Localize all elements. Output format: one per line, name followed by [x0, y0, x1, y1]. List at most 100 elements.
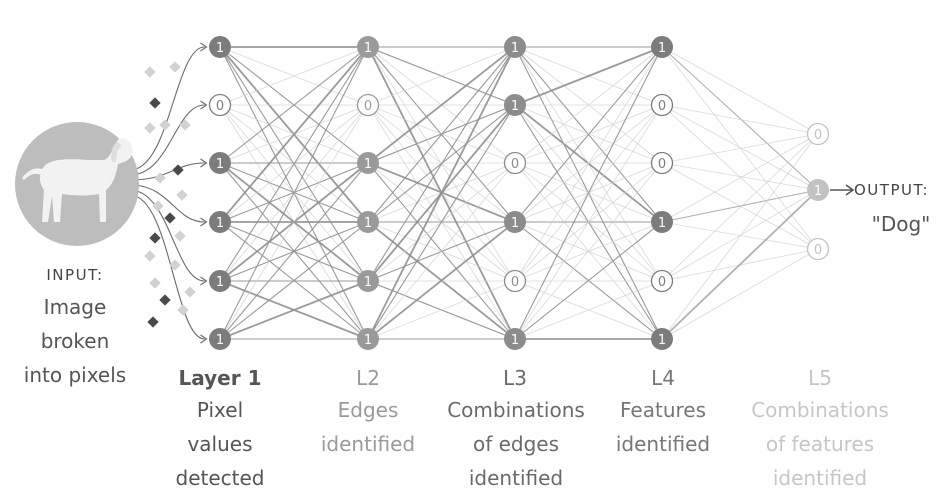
node-value: 1 [511, 333, 519, 348]
node-inactive [503, 269, 527, 293]
node-value: 0 [658, 275, 666, 290]
output-value: "Dog" [871, 212, 931, 236]
arrow-head-icon [200, 334, 208, 344]
connection-line [367, 46, 516, 164]
node-value: 0 [814, 128, 822, 143]
input-heading: INPUT: [46, 266, 104, 284]
connection-line [661, 133, 819, 282]
pixel-dark [172, 164, 184, 176]
connection-line [367, 221, 516, 340]
node-active [357, 270, 379, 292]
node-value: 1 [658, 216, 666, 231]
layer-3-desc-2: of edges [472, 432, 560, 456]
pixel-dark [164, 212, 176, 224]
node-inactive [208, 93, 232, 117]
node-value: 1 [658, 41, 666, 56]
connection-line [219, 46, 369, 223]
layer-2-title: L2 [356, 366, 380, 390]
connection-line [661, 248, 819, 340]
layer-4-title: L4 [651, 366, 675, 390]
connection-line [661, 104, 819, 191]
node-active [209, 270, 231, 292]
connection-line [219, 46, 369, 106]
layer-5-desc-3: identified [772, 466, 868, 490]
connection-line [661, 46, 819, 191]
layer-1-title: Layer 1 [178, 366, 262, 390]
layer-4-desc-2: identified [615, 432, 711, 456]
node-value: 1 [364, 157, 372, 172]
pixel-light [159, 119, 171, 131]
node-value: 1 [364, 333, 372, 348]
pixel-light [179, 119, 191, 131]
arrow-head-icon [200, 276, 208, 286]
connection-line [514, 104, 663, 340]
node-value: 0 [216, 99, 224, 114]
pixel-light [144, 66, 156, 78]
layer-3-desc-1: Combinations [447, 398, 585, 422]
node-inactive [356, 93, 380, 117]
connection-line [219, 46, 369, 164]
connection-line [219, 46, 369, 282]
node-active [209, 211, 231, 233]
pixel-light [177, 304, 189, 316]
layer-4-desc-1: Features [620, 398, 706, 422]
node-active [504, 328, 526, 350]
pixel-dark [159, 294, 171, 306]
input-line-2: broken [40, 329, 110, 353]
layer-1-desc-2: values [187, 432, 253, 456]
node-active [807, 179, 829, 201]
node-active [357, 328, 379, 350]
pixel-dark [147, 316, 159, 328]
node-active [357, 211, 379, 233]
node-active [504, 211, 526, 233]
node-active [504, 36, 526, 58]
node-value: 0 [814, 243, 822, 258]
connection-line [514, 280, 663, 340]
connection-line [367, 46, 516, 223]
connection-line [661, 162, 819, 191]
node-value: 1 [364, 275, 372, 290]
pixel-light [152, 200, 164, 212]
connection-line [367, 46, 516, 340]
connection-line [514, 46, 663, 340]
node-inactive [650, 269, 674, 293]
connection-line [661, 133, 819, 340]
connection-line [514, 46, 663, 223]
node-value: 0 [511, 157, 519, 172]
connection-line [661, 189, 819, 282]
node-value: 1 [364, 216, 372, 231]
layer-3-desc-3: identified [468, 466, 564, 490]
node-value: 1 [511, 41, 519, 56]
dog-icon [15, 122, 139, 246]
input-arrow [129, 184, 205, 223]
connection-line [514, 162, 663, 340]
connection-line [661, 46, 819, 250]
node-value: 1 [511, 216, 519, 231]
node-value: 1 [658, 333, 666, 348]
node-value: 1 [216, 216, 224, 231]
pixel-light [176, 189, 188, 201]
node-inactive [806, 122, 830, 146]
connections-group [219, 46, 819, 340]
output-heading: OUTPUT: [854, 181, 930, 199]
connection-line [367, 162, 516, 340]
pixel-light [149, 277, 161, 289]
connection-line [514, 46, 663, 106]
layer-5-title: L5 [808, 366, 832, 390]
layer-5-desc-2: of features [765, 432, 875, 456]
connection-line [661, 46, 819, 135]
input-line-3: into pixels [23, 363, 127, 387]
layer-2-desc-2: identified [320, 432, 416, 456]
connection-line [514, 221, 663, 340]
node-value: 1 [364, 41, 372, 56]
node-inactive [650, 93, 674, 117]
pixel-light [144, 122, 156, 134]
node-active [651, 211, 673, 233]
connection-line [661, 104, 819, 135]
input-arrow [129, 104, 205, 176]
node-value: 0 [511, 275, 519, 290]
layer-3-title: L3 [503, 366, 527, 390]
pixel-light [154, 172, 166, 184]
